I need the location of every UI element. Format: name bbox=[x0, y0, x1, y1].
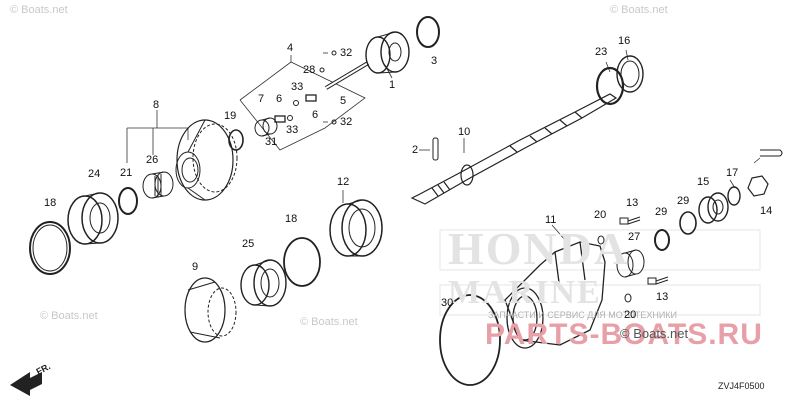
tagline-watermark: ЗАПЧАСТИ И СЕРВИС ДЛЯ МОТОТЕХНИКИ bbox=[488, 310, 677, 320]
part-2-pin bbox=[432, 137, 439, 161]
part-15-bearing bbox=[698, 192, 729, 224]
part-26-needle-bearing bbox=[142, 171, 174, 199]
part-9-bevel-gear bbox=[184, 277, 237, 343]
callout-20: 20 bbox=[594, 209, 607, 221]
callout-19: 19 bbox=[224, 110, 237, 122]
callout-29b: 29 bbox=[677, 195, 690, 207]
part-33-ball bbox=[293, 100, 299, 106]
callout-9: 9 bbox=[192, 261, 199, 273]
boats-net-watermark: © Boats.net bbox=[10, 4, 68, 16]
honda-watermark: HONDA bbox=[448, 223, 630, 274]
callout-10: 10 bbox=[458, 126, 471, 138]
callout-21: 21 bbox=[120, 167, 133, 179]
callout-30: 30 bbox=[441, 297, 454, 309]
part-21-snap-ring bbox=[118, 187, 138, 215]
callout-18: 18 bbox=[44, 197, 57, 209]
part-18-oring-left bbox=[29, 221, 71, 275]
fr-arrow-icon bbox=[10, 372, 42, 396]
callout-11: 11 bbox=[545, 214, 557, 226]
part-24-bearing bbox=[67, 192, 119, 245]
boats-net-watermark: © Boats.net bbox=[620, 326, 689, 341]
callout-15: 15 bbox=[697, 176, 710, 188]
part-23-ring bbox=[595, 66, 625, 106]
part-14-nut bbox=[747, 175, 769, 197]
callout-14: 14 bbox=[760, 205, 773, 217]
part-17-washer bbox=[727, 186, 741, 206]
callout-5: 5 bbox=[340, 95, 347, 107]
callout-27: 27 bbox=[628, 231, 641, 243]
callout-3: 3 bbox=[431, 55, 438, 67]
callout-7: 7 bbox=[258, 93, 265, 105]
callout-33b: 33 bbox=[286, 124, 299, 136]
part-28-ball bbox=[319, 67, 325, 73]
boats-net-watermark: © Boats.net bbox=[610, 4, 668, 16]
part-20-washer bbox=[597, 235, 605, 245]
part-3-ring bbox=[416, 16, 440, 48]
leader-lines bbox=[126, 49, 761, 241]
callout-8: 8 bbox=[153, 99, 160, 111]
callout-33: 33 bbox=[291, 81, 304, 93]
boats-net-watermark: © Boats.net bbox=[300, 316, 358, 328]
callout-13b: 13 bbox=[656, 291, 669, 303]
part-25-bearing bbox=[240, 259, 287, 307]
callout-6b: 6 bbox=[312, 109, 319, 121]
callout-24: 24 bbox=[88, 168, 101, 180]
callout-1: 1 bbox=[389, 79, 396, 91]
part-18-oring-middle bbox=[283, 237, 321, 287]
diagram-code: ZVJ4F0500 bbox=[718, 381, 765, 391]
part-30-large-oring bbox=[439, 294, 501, 386]
callout-13: 13 bbox=[626, 197, 639, 209]
part-29-seal bbox=[654, 229, 670, 251]
part-6-springs bbox=[274, 94, 317, 123]
callout-25: 25 bbox=[242, 238, 255, 250]
callout-23: 23 bbox=[595, 46, 608, 58]
callout-26: 26 bbox=[146, 154, 159, 166]
part-7-cap bbox=[254, 117, 278, 137]
part-22-cotter-pin bbox=[760, 149, 783, 157]
part-8-bevel-gear bbox=[175, 119, 238, 201]
part-19-ring bbox=[228, 129, 244, 151]
callout-18b: 18 bbox=[285, 213, 298, 225]
callout-29: 29 bbox=[655, 206, 668, 218]
part-1-clutch bbox=[365, 31, 410, 74]
callout-12: 12 bbox=[337, 176, 350, 188]
callout-32b: 32 bbox=[340, 116, 353, 128]
callout-31: 31 bbox=[265, 136, 278, 148]
part-27-needle-bearing bbox=[616, 249, 645, 278]
part-12-bearing-holder bbox=[329, 199, 383, 257]
part-13-bolts bbox=[619, 216, 669, 285]
part-16-washer bbox=[616, 55, 644, 93]
honda-watermark-shape bbox=[439, 229, 761, 316]
callout-17: 17 bbox=[726, 167, 739, 179]
callout-2: 2 bbox=[412, 144, 419, 156]
part-11-gear-case bbox=[504, 241, 606, 349]
callout-4: 4 bbox=[287, 42, 294, 54]
callout-6: 6 bbox=[276, 93, 283, 105]
callout-28: 28 bbox=[303, 64, 316, 76]
callout-16: 16 bbox=[618, 35, 631, 47]
marine-watermark: MARINE bbox=[448, 274, 602, 311]
part-5-shift-rod bbox=[324, 61, 370, 90]
part-10-propeller-shaft bbox=[410, 93, 618, 205]
callout-32: 32 bbox=[340, 47, 353, 59]
red-site-watermark: PARTS-BOATS.RU bbox=[485, 318, 763, 351]
boats-net-watermark: © Boats.net bbox=[40, 310, 98, 322]
callout-20b: 20 bbox=[624, 309, 637, 321]
